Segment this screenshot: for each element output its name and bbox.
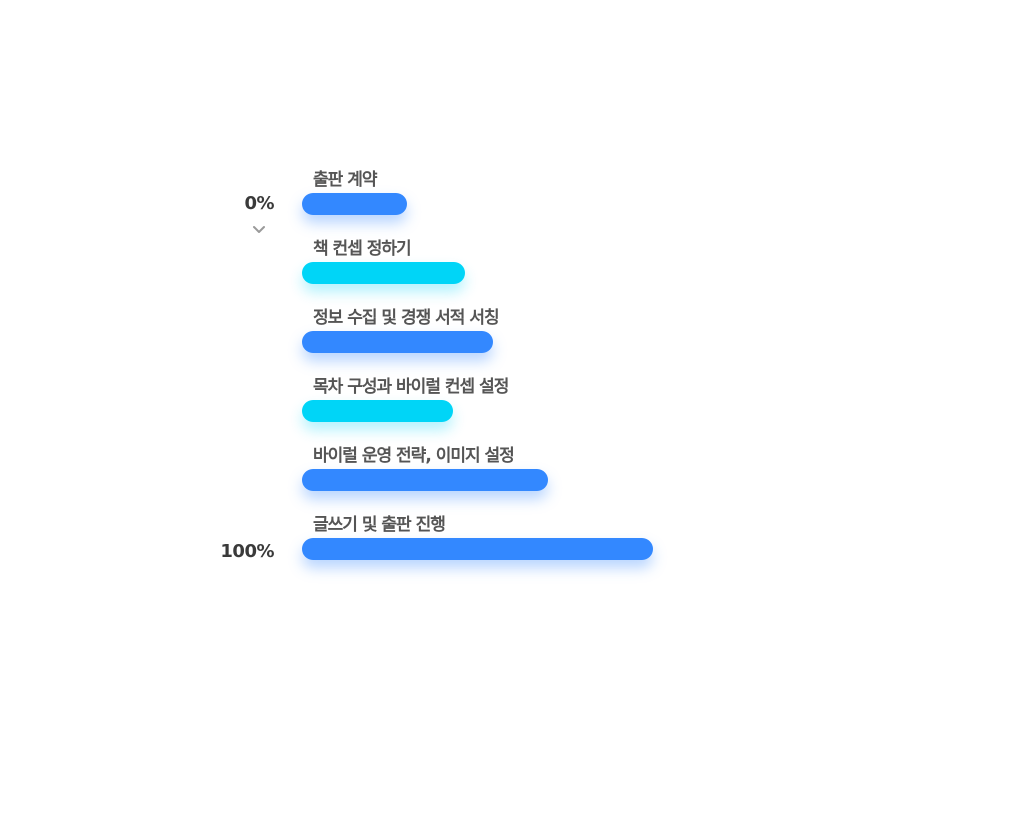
step-row: 출판 계약	[302, 168, 802, 228]
step-label: 바이럴 운영 전략, 이미지 설정	[313, 446, 515, 466]
step-row: 글쓰기 및 출판 진행	[302, 513, 802, 573]
step-label: 책 컨셉 정하기	[313, 239, 412, 259]
step-row: 바이럴 운영 전략, 이미지 설정	[302, 444, 802, 504]
step-label: 출판 계약	[313, 170, 377, 190]
step-label: 정보 수집 및 경쟁 서적 서칭	[313, 308, 500, 328]
step-bar	[302, 538, 653, 560]
step-bar	[302, 469, 548, 491]
step-bar	[302, 331, 493, 353]
step-bar	[302, 400, 453, 422]
step-row: 정보 수집 및 경쟁 서적 서칭	[302, 306, 802, 366]
scale-start-label: 0%	[244, 193, 274, 214]
step-bar	[302, 193, 407, 215]
step-label: 글쓰기 및 출판 진행	[313, 515, 446, 535]
step-bar	[302, 262, 465, 284]
step-row: 책 컨셉 정하기	[302, 237, 802, 297]
step-row: 목차 구성과 바이럴 컨셉 설정	[302, 375, 802, 435]
step-label: 목차 구성과 바이럴 컨셉 설정	[313, 377, 509, 397]
scale-end-label: 100%	[220, 541, 274, 562]
chevron-down-icon	[253, 226, 265, 233]
